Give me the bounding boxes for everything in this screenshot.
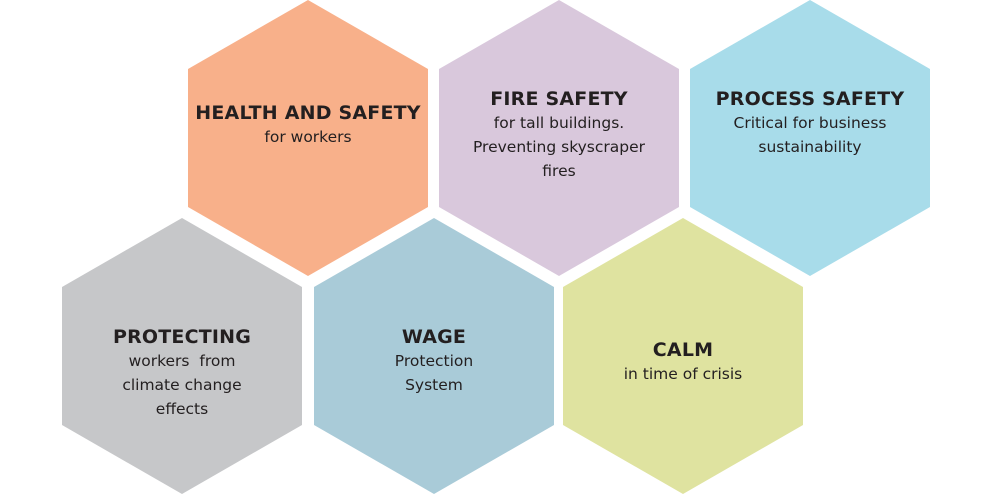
hexagon-title: WAGE xyxy=(401,326,467,348)
hexagon-text-line: effects xyxy=(155,400,209,418)
hexagon-title: PROCESS SAFETY xyxy=(715,88,905,110)
hexagon-title: HEALTH AND SAFETY xyxy=(195,102,421,124)
hexagon-text-line: in time of crisis xyxy=(623,365,743,383)
hexagon-process-safety: PROCESS SAFETY Critical for business sus… xyxy=(690,0,930,276)
hexagon-title: CALM xyxy=(652,339,714,361)
hexagon-text-line: fires xyxy=(542,162,576,180)
hexagon-health-and-safety: HEALTH AND SAFETY for workers xyxy=(188,0,428,276)
hexagon-text-line: for tall buildings. xyxy=(493,114,625,132)
hexagon-wage: WAGE Protection System xyxy=(314,218,554,494)
hexagon-text-line: for workers xyxy=(264,128,352,146)
hexagon-text-line: Protection xyxy=(394,352,474,370)
hexagon-text-line: Critical for business xyxy=(733,114,887,132)
hexagon-text-line: Preventing skyscraper xyxy=(472,138,646,156)
hexagon-text-line: System xyxy=(405,376,463,394)
hexagon-protecting: PROTECTING workers from climate change e… xyxy=(62,218,302,494)
hexagon-text-line: workers from xyxy=(128,352,236,370)
hexagon-text-line: sustainability xyxy=(758,138,862,156)
hexagon-text-line: climate change xyxy=(122,376,242,394)
hexagon-title: FIRE SAFETY xyxy=(490,88,628,110)
hexagon-fire-safety: FIRE SAFETY for tall buildings. Preventi… xyxy=(439,0,679,276)
hexagon-calm: CALM in time of crisis xyxy=(563,218,803,494)
hexagon-title: PROTECTING xyxy=(112,326,252,348)
